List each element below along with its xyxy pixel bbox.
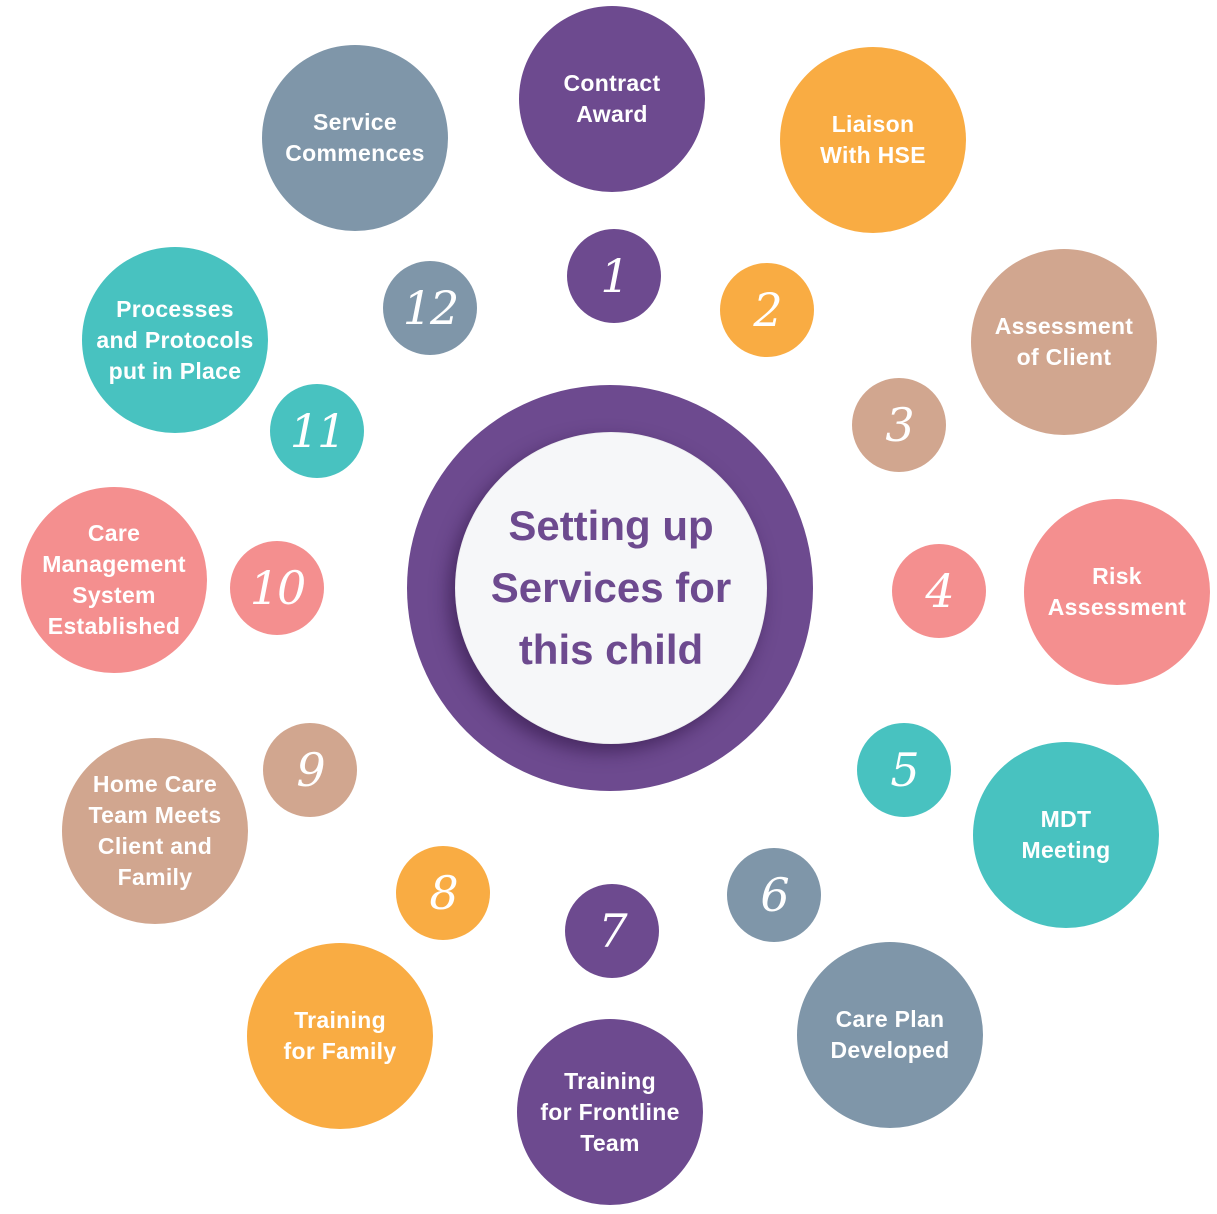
step-number-circle: 8 xyxy=(396,846,490,940)
step-number: 11 xyxy=(289,404,347,458)
step-circle: Training for Frontline Team xyxy=(517,1019,703,1205)
step-number-circle: 12 xyxy=(383,261,477,355)
step-number: 5 xyxy=(890,743,919,797)
step-circle: Assessment of Client xyxy=(971,249,1157,435)
step-circle: Risk Assessment xyxy=(1024,499,1210,685)
step-label: Assessment of Client xyxy=(994,313,1134,370)
step-circle: Processes and Protocols put in Place xyxy=(82,247,268,433)
step-number-circle: 1 xyxy=(567,229,661,323)
step-number-circle: 3 xyxy=(852,378,946,472)
step-label: Training for Family xyxy=(283,1007,397,1064)
step-number: 6 xyxy=(760,868,789,922)
step-number: 2 xyxy=(753,283,782,337)
step-number-circle: 2 xyxy=(720,263,814,357)
step-number-circle: 4 xyxy=(892,544,986,638)
step-label: Care Plan Developed xyxy=(830,1006,950,1063)
step-label: Care Management System Established xyxy=(42,520,186,639)
step-number: 7 xyxy=(598,904,627,958)
step-number-circle: 6 xyxy=(727,848,821,942)
step-number: 4 xyxy=(925,564,954,618)
step-number-circle: 7 xyxy=(565,884,659,978)
step-number: 9 xyxy=(296,743,325,797)
step-circle: Training for Family xyxy=(247,943,433,1129)
center-circle: Setting up Services for this child xyxy=(455,432,767,744)
step-number-circle: 11 xyxy=(270,384,364,478)
step-circle: Care Plan Developed xyxy=(797,942,983,1128)
center-title: Setting up Services for this child xyxy=(490,502,732,673)
step-label: Home Care Team Meets Client and Family xyxy=(88,771,222,890)
step-label: Contract Award xyxy=(563,70,661,127)
step-circle: Liaison With HSE xyxy=(780,47,966,233)
step-label: Service Commences xyxy=(285,109,425,166)
step-number-circle: 9 xyxy=(263,723,357,817)
step-circle: Care Management System Established xyxy=(21,487,207,673)
step-number-circle: 5 xyxy=(857,723,951,817)
step-circle: Contract Award xyxy=(519,6,705,192)
step-label: MDT Meeting xyxy=(1021,806,1111,863)
step-number-circle: 10 xyxy=(230,541,324,635)
step-circle: Service Commences xyxy=(262,45,448,231)
step-label: Liaison With HSE xyxy=(820,111,926,168)
step-circle: MDT Meeting xyxy=(973,742,1159,928)
step-number: 12 xyxy=(402,281,460,335)
step-circle: Home Care Team Meets Client and Family xyxy=(62,738,248,924)
step-number: 10 xyxy=(249,561,307,615)
step-number: 8 xyxy=(429,866,458,920)
step-number: 1 xyxy=(600,249,629,303)
step-label: Risk Assessment xyxy=(1047,563,1187,620)
step-label: Processes and Protocols put in Place xyxy=(96,295,254,384)
step-number: 3 xyxy=(885,398,914,452)
step-label: Training for Frontline Team xyxy=(540,1067,680,1156)
